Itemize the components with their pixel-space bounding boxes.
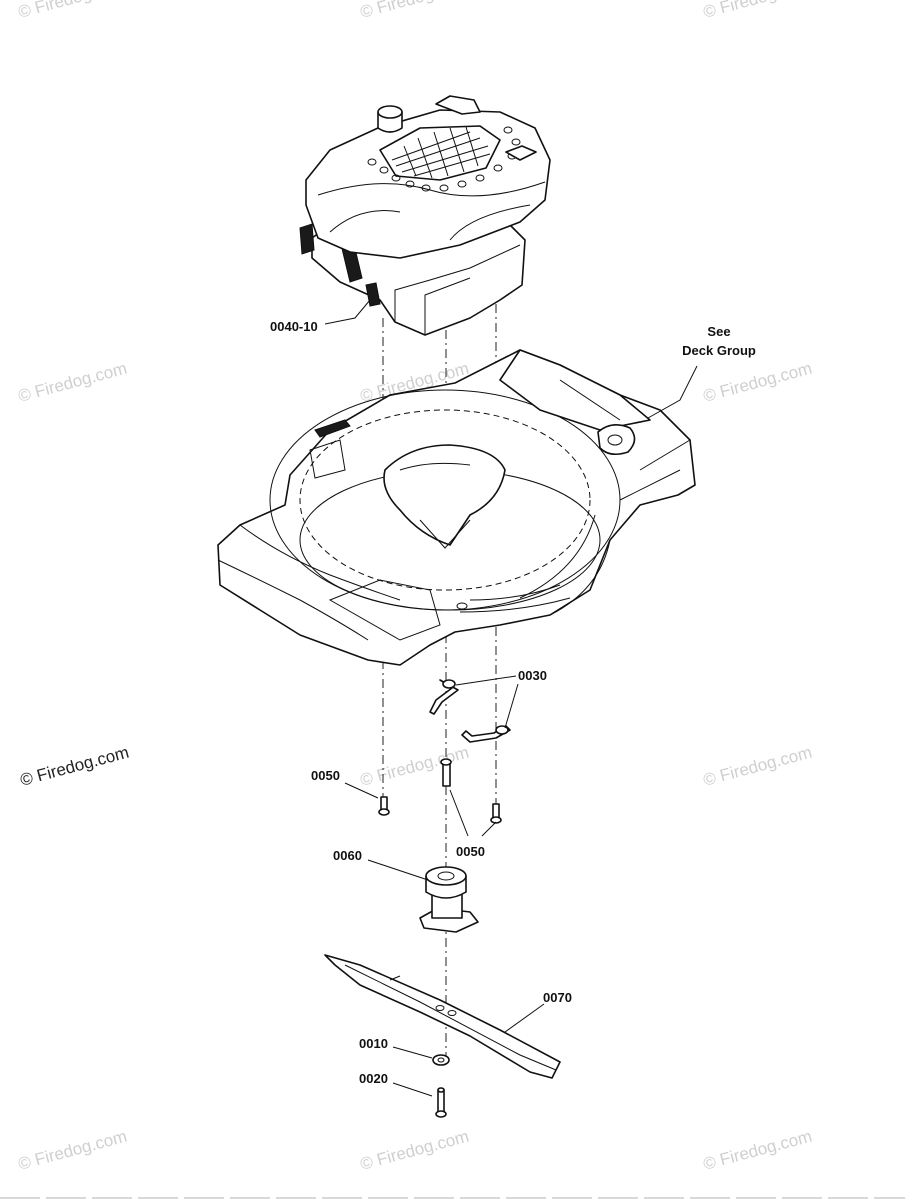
engine-illustration [299, 95, 551, 336]
callout-bolt-right: 0050 [456, 844, 485, 859]
callout-blade: 0070 [543, 990, 572, 1005]
bolt-center [440, 758, 452, 787]
watermark-symbol: © [16, 384, 33, 406]
watermark-text: Firedog.com [375, 743, 471, 786]
blade-bolt [435, 1087, 447, 1118]
mower-blade [324, 954, 561, 1079]
watermark-symbol: © [358, 384, 375, 406]
engine-bolts [378, 758, 502, 824]
watermark-text: Firedog.com [718, 359, 814, 402]
watermark-symbol: © [701, 384, 718, 406]
svg-text:© Firedog.com: © Firedog.com [16, 1127, 129, 1174]
svg-text:© Firedog.com: © Firedog.com [701, 1127, 814, 1174]
svg-text:© Firedog.com: © Firedog.com [358, 1127, 471, 1174]
callout-bolt-left: 0050 [311, 768, 340, 783]
watermark-text: Firedog.com [375, 0, 471, 17]
blade-adapter [419, 866, 479, 933]
watermark-text: Firedog.com [718, 0, 814, 17]
watermark-text: Firedog.com [33, 359, 129, 402]
callout-clip: 0030 [518, 668, 547, 683]
watermark-text: Firedog.com [718, 1127, 814, 1170]
callout-engine: 0040-10 [270, 319, 318, 334]
leader-lines [324, 299, 698, 1097]
svg-text:© Firedog.com: © Firedog.com [16, 359, 129, 406]
watermark-symbol: © [358, 0, 375, 22]
watermark-text: Firedog.com [375, 1127, 471, 1170]
watermark-text: Firedog.com [35, 743, 131, 786]
callout-deck-line1: See [707, 324, 730, 339]
deck-height-knob [597, 424, 636, 456]
svg-text:© Firedog.com: © Firedog.com [701, 0, 814, 22]
deck-center-opening [383, 444, 506, 546]
watermark-text: Firedog.com [33, 1127, 129, 1170]
svg-text:© Firedog.com: © Firedog.com [18, 743, 131, 790]
blade-washer [432, 1054, 450, 1066]
callout-adapter: 0060 [333, 848, 362, 863]
callout-blade-bolt: 0020 [359, 1071, 388, 1086]
svg-text:© Firedog.com: © Firedog.com [16, 0, 129, 22]
engine-oil-cap [377, 105, 403, 133]
blade-clips [429, 679, 511, 743]
engine-air-grille [379, 125, 501, 181]
callout-labels: 0040-10 See Deck Group 0030 0050 0050 00… [270, 319, 756, 1086]
watermark-symbol: © [358, 768, 375, 790]
watermark-symbol: © [16, 0, 33, 22]
watermark-symbol: © [358, 1152, 375, 1174]
watermark-symbol: © [701, 1152, 718, 1174]
watermark-text: Firedog.com [718, 743, 814, 786]
callout-washer: 0010 [359, 1036, 388, 1051]
callout-deck-line2: Deck Group [682, 343, 756, 358]
watermark-text: Firedog.com [33, 0, 129, 17]
svg-text:© Firedog.com: © Firedog.com [358, 743, 471, 790]
svg-text:© Firedog.com: © Firedog.com [701, 743, 814, 790]
watermark-symbol: © [701, 768, 718, 790]
svg-text:© Firedog.com: © Firedog.com [358, 0, 471, 22]
deck-illustration [217, 349, 696, 666]
svg-text:© Firedog.com: © Firedog.com [701, 359, 814, 406]
watermark-symbol: © [16, 1152, 33, 1174]
watermark-symbol: © [701, 0, 718, 22]
watermark-symbol: © [18, 768, 35, 790]
bolt-right [490, 803, 502, 824]
bolt-left [378, 796, 390, 816]
